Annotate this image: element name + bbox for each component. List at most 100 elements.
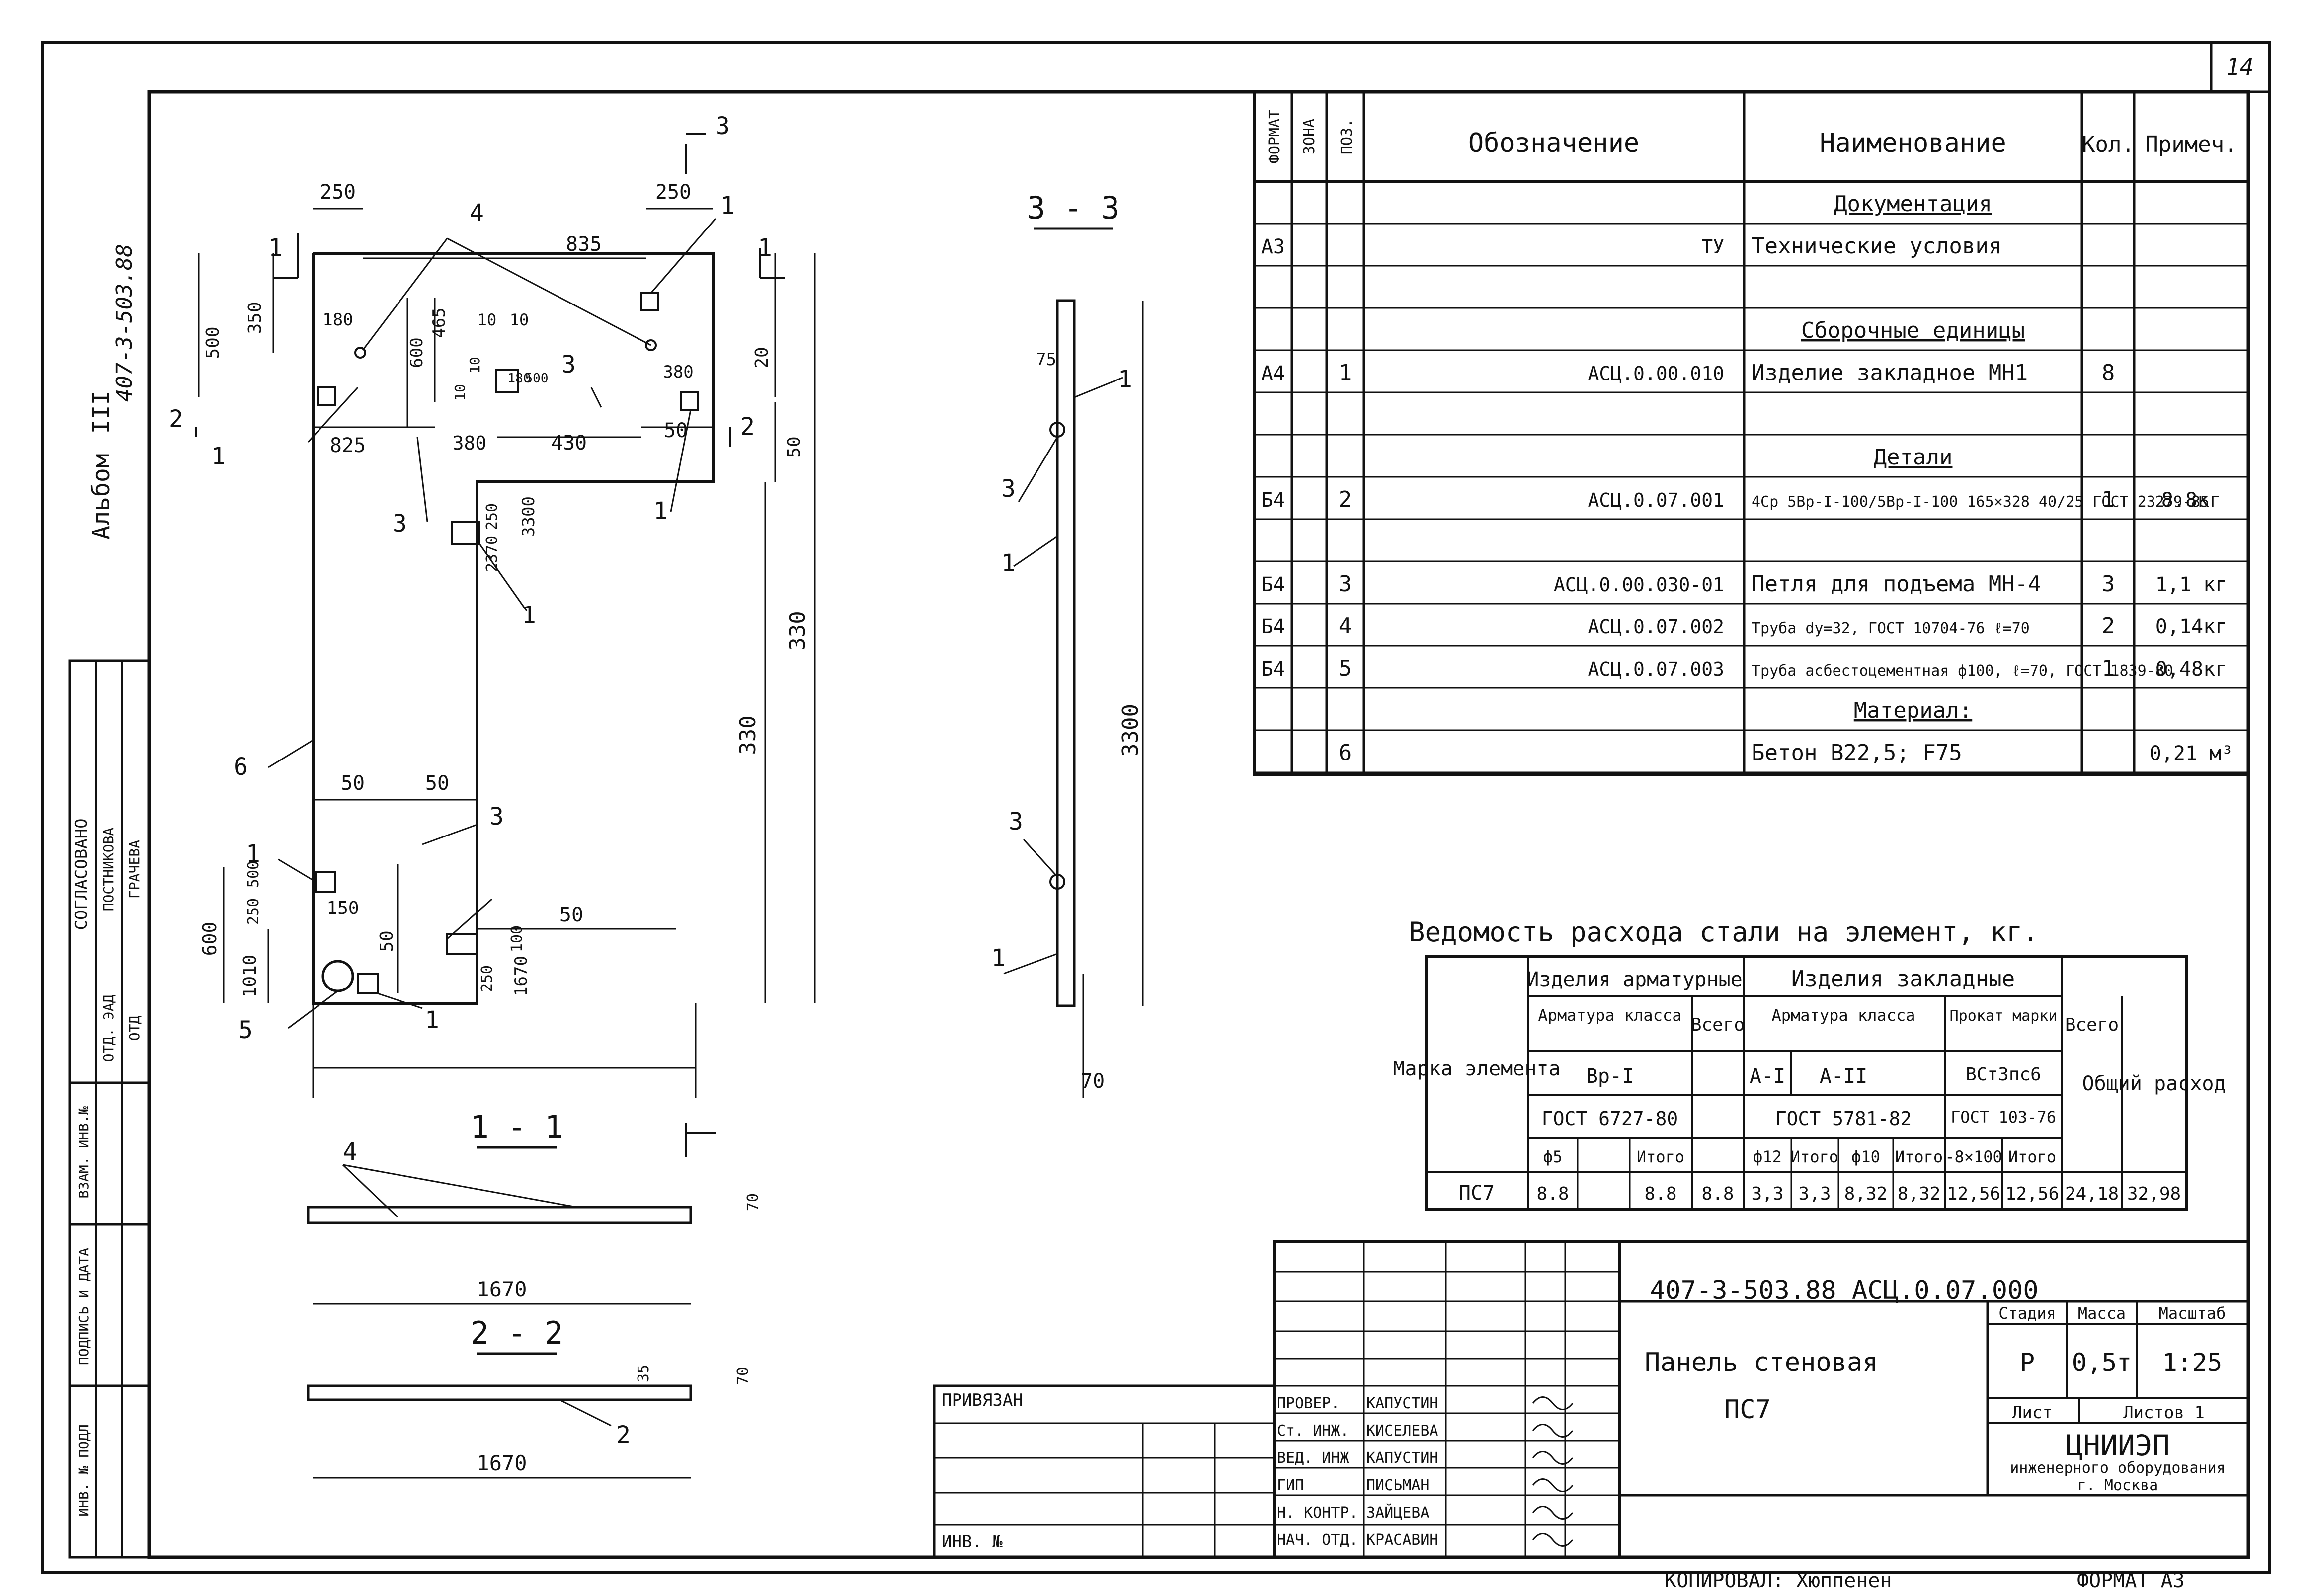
steel-arm-class-1: Арматура класса <box>1538 1006 1682 1025</box>
spec-cell-name: Труба асбестоцементная ф100, ℓ=70, ГОСТ … <box>1752 662 2173 680</box>
spec-h-zone: ЗОНА <box>1301 119 1318 154</box>
steel-sub-6: Итого <box>1895 1147 1943 1166</box>
spec-h-format: ФОРМАТ <box>1266 110 1283 163</box>
spec-cell-note: 0,14кг <box>2155 615 2228 638</box>
dim-20: 50 <box>784 436 804 457</box>
steel-row-value: 3,3 <box>1751 1184 1783 1204</box>
spec-cell-note: 0,48кг <box>2155 658 2228 681</box>
strip-col-2: ВЗАМ. ИНВ.№ <box>76 1106 92 1199</box>
steel-gost3: ГОСТ 103-76 <box>1951 1108 2056 1127</box>
steel-table: Ведомость расхода стали на элемент, кг. … <box>1393 916 2226 1211</box>
steel-arm-class-2: Арматура класса <box>1772 1006 1915 1025</box>
steel-row-value: 3,3 <box>1798 1184 1831 1204</box>
sec3-dim-3300: 3300 <box>1118 704 1143 757</box>
spec-h-name: Наименование <box>1820 128 2006 158</box>
tb-scale: 1:25 <box>2162 1348 2222 1377</box>
dim-4: 500 <box>203 326 223 359</box>
dim-21: 250 <box>483 503 501 530</box>
outer-frame <box>41 41 2271 1574</box>
steel-sub-4: Итого <box>1791 1147 1838 1166</box>
steel-a1: А-I <box>1750 1065 1785 1088</box>
tb-role: НАЧ. ОТД. <box>1277 1531 1358 1549</box>
dim-16: 825 <box>330 434 366 457</box>
section-3-3: 3 - 3 3300 75 70 1 3 1 3 1 <box>991 190 1144 1098</box>
steel-rolled: Прокат марки <box>1950 1007 2058 1025</box>
sec2-dim-70: 70 <box>734 1367 752 1385</box>
page-number: 14 <box>2226 53 2253 80</box>
spec-h-pos: ПОЗ. <box>1338 119 1355 154</box>
dim-27: 50 <box>425 772 449 795</box>
spec-h-code: Обозначение <box>1468 128 1639 158</box>
spec-cell-qty: 1 <box>2102 656 2115 681</box>
tb-name: Панель стеновая <box>1645 1348 1878 1377</box>
dim-10: 10 <box>452 384 468 401</box>
steel-row-value: 8.8 <box>1644 1184 1676 1204</box>
callout-7: 1 <box>425 1006 439 1034</box>
callout-12: 3 <box>393 510 407 537</box>
callout-4: 1 <box>653 497 668 525</box>
callout-1: 1 <box>758 234 772 262</box>
tb-scale-h: Масштаб <box>2159 1304 2226 1323</box>
sec1-dim-70: 70 <box>744 1193 762 1211</box>
tb-role: ПРОВЕР. <box>1277 1395 1340 1412</box>
tb-stage-h: Стадия <box>1998 1304 2056 1323</box>
callout-9: 2 <box>740 413 755 441</box>
tb-person: ЗАЙЦЕВА <box>1366 1504 1429 1521</box>
dim-26: 50 <box>341 772 365 795</box>
spec-h-note: Примеч. <box>2145 132 2237 157</box>
spec-cell-code: АСЦ.0.07.003 <box>1588 658 1724 680</box>
strip-dept: ОТД <box>126 1016 143 1041</box>
steel-row-value: 8.8 <box>1701 1184 1734 1204</box>
steel-group2: Изделия закладные <box>1791 966 2015 991</box>
spec-cell-name: Документация <box>1834 191 1992 217</box>
spec-cell-code: ТУ <box>1701 236 1724 258</box>
dim-13: 500 <box>525 371 549 386</box>
spec-table: ФОРМАТ ЗОНА ПОЗ. Обозначение Наименовани… <box>1253 90 2250 776</box>
tb-role: ВЕД. ИНЖ <box>1277 1449 1349 1467</box>
dim-31: 600 <box>199 922 221 956</box>
callout-2: 1 <box>720 192 735 220</box>
steel-row-value: 12,56 <box>1947 1184 2000 1204</box>
tb-person: КАПУСТИН <box>1366 1395 1438 1412</box>
callout-16: 6 <box>234 753 248 781</box>
left-strip: 407-3-503.88 Альбом III СОГЛАСОВАНО ОТД.… <box>68 244 151 1559</box>
album-label: Альбом <box>87 454 115 539</box>
dim-19: 50 <box>664 419 688 442</box>
spec-cell-pos: 3 <box>1339 571 1352 597</box>
format-label: ФОРМАТ А3 <box>2077 1569 2185 1592</box>
spec-cell-pos: 1 <box>1339 360 1352 385</box>
dim-14: 380 <box>663 362 693 382</box>
steel-total-1: Всего <box>1691 1015 1745 1035</box>
sec3-dim-75: 75 <box>1036 350 1056 370</box>
tb-sheets-h: Листов 1 <box>2123 1403 2205 1423</box>
dim-23: 3300 <box>519 496 539 537</box>
steel-total-2: Всего <box>2065 1015 2119 1035</box>
sec-callout-5: 3 <box>1009 808 1023 836</box>
steel-sub-3: ф12 <box>1753 1147 1782 1166</box>
sec3-dim-70: 70 <box>1081 1070 1105 1093</box>
steel-sub-0: ф5 <box>1543 1147 1563 1166</box>
dim-6: 465 <box>429 307 449 338</box>
tb-person: КИСЕЛЕВА <box>1366 1422 1438 1440</box>
section-1-1: 1 - 1 4 1670 70 <box>307 1109 762 1305</box>
spec-cell-name: Труба dу=32, ГОСТ 10704-76 ℓ=70 <box>1752 620 2030 637</box>
spec-cell-note: 0,21 м³ <box>2150 742 2233 765</box>
spec-cell-code: АСЦ.0.07.002 <box>1588 616 1724 638</box>
steel-sub-5: ф10 <box>1851 1147 1880 1166</box>
spec-cell-pos: 5 <box>1339 656 1352 681</box>
steel-row-value: 8,32 <box>1844 1184 1888 1204</box>
spec-cell-fmt: Б4 <box>1261 658 1285 681</box>
steel-sub-8: Итого <box>2008 1147 2056 1166</box>
tb-mass-h: Масса <box>2078 1304 2126 1323</box>
signature-mark <box>1532 1478 1574 1492</box>
tb-stage: Р <box>2020 1348 2035 1377</box>
section-3-3-title: 3 - 3 <box>1027 190 1120 226</box>
tb-role: ГИП <box>1277 1477 1304 1494</box>
dim-35: 250 <box>478 965 496 992</box>
callout-8: 2 <box>169 405 183 433</box>
album-code: 407-3-503.88 <box>112 244 137 402</box>
strip-row-2: ГРАЧЕВА <box>126 840 143 899</box>
dim-11: 10 <box>467 357 483 374</box>
dim-8: 10 <box>478 310 497 329</box>
